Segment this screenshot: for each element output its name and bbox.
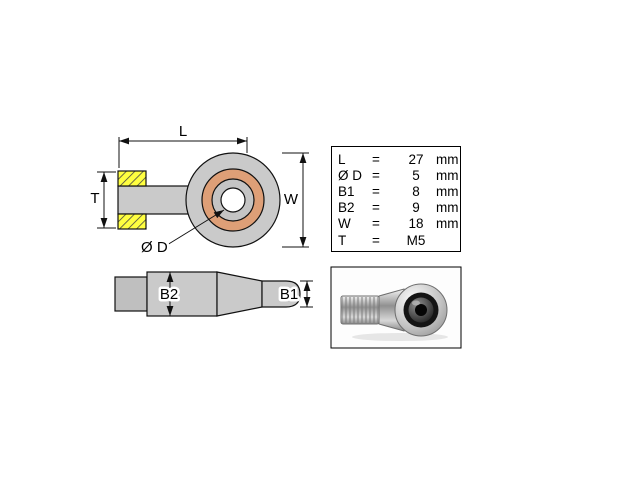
head-top-view: [261, 280, 301, 308]
spec-table: L = 27 mm Ø D = 5 mm B1 = 8 mm B2 = 9 mm…: [331, 146, 461, 252]
spec-equals: =: [372, 151, 380, 167]
spec-label: W: [338, 216, 351, 232]
spec-row-D: Ø D = 5 mm: [338, 167, 460, 183]
spec-label: B2: [338, 200, 355, 216]
spec-row-T: T = M5: [338, 232, 460, 248]
dim-label-D: Ø D: [141, 239, 168, 256]
dim-label-W: W: [284, 191, 299, 208]
leader-line: [166, 209, 225, 246]
spec-label: Ø D: [338, 167, 363, 183]
spec-label: T: [338, 232, 347, 248]
product-photo: [330, 266, 462, 349]
spec-value: 5: [412, 167, 420, 183]
spec-value: 18: [408, 216, 424, 232]
spec-equals: =: [372, 216, 380, 232]
spec-value: 27: [408, 151, 424, 167]
thread-section-bottom: [117, 213, 147, 230]
body-taper: [216, 271, 263, 317]
bore-hole: [220, 187, 246, 213]
spec-row-L: L = 27 mm: [338, 151, 460, 167]
dimension-T: T: [88, 171, 116, 229]
dim-label-B2: B2: [160, 286, 178, 303]
side-view-drawing: [117, 152, 281, 248]
spec-row-B2: B2 = 9 mm: [338, 200, 460, 216]
spec-value: M5: [406, 232, 426, 248]
dim-label-L: L: [179, 123, 187, 140]
dimension-L: L: [118, 121, 248, 168]
dimension-B2: B2: [157, 272, 181, 316]
spec-value: 9: [412, 200, 420, 216]
spec-unit: mm: [436, 167, 459, 183]
photo-ball-bore: [415, 304, 427, 316]
spec-row-B1: B1 = 8 mm: [338, 183, 460, 199]
photo-shadow: [352, 333, 448, 341]
spec-value: 8: [412, 183, 420, 199]
photo-highlight: [412, 300, 420, 306]
spec-label: L: [338, 151, 346, 167]
top-view-drawing: [114, 271, 301, 317]
spec-unit: mm: [436, 216, 459, 232]
spec-equals: =: [372, 183, 380, 199]
dimension-W: W: [281, 152, 309, 248]
spec-equals: =: [372, 200, 380, 216]
spec-label: B1: [338, 183, 355, 199]
spec-unit: mm: [436, 200, 459, 216]
shank-end: [114, 276, 148, 312]
body-block: [146, 271, 218, 317]
thread-section-top: [117, 170, 147, 187]
spec-equals: =: [372, 232, 380, 248]
dimension-B1: B1: [277, 280, 313, 308]
dim-label-T: T: [90, 190, 99, 207]
dimension-D-leader: Ø D: [139, 209, 225, 259]
spec-unit: mm: [436, 151, 459, 167]
spec-equals: =: [372, 167, 380, 183]
dim-label-B1: B1: [280, 286, 298, 303]
spec-unit: mm: [436, 183, 459, 199]
spec-row-W: W = 18 mm: [338, 216, 460, 232]
photo-thread-lines: [342, 297, 378, 323]
